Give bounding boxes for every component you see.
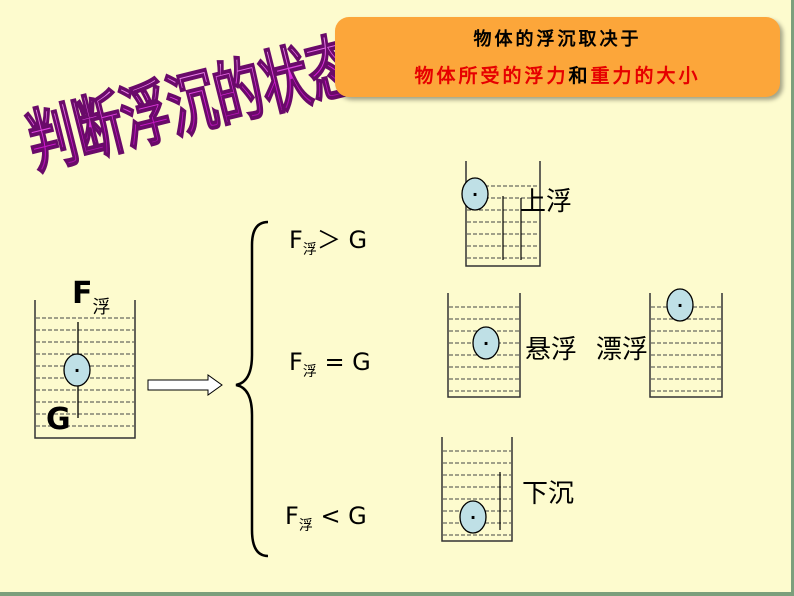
svg-text:·: ·: [677, 296, 683, 315]
title-wordart: 判断浮沉的状态: [19, 25, 366, 186]
state-float-up: 上浮: [520, 187, 573, 217]
right-arrow: [147, 374, 223, 396]
banner-line-1: 物体的浮沉取决于: [473, 29, 642, 50]
force-buoyancy-label: F浮: [72, 276, 111, 318]
banner-line-2: 物体所受的浮力和重力的大小: [335, 61, 780, 88]
ball-main: [63, 353, 91, 387]
title-text: 判断浮沉的状态: [20, 26, 366, 185]
ball-float-up: [461, 177, 489, 211]
banner-buoyancy-text: 物体所受的浮力: [414, 65, 569, 87]
beaker-suspend: [447, 293, 521, 398]
ball-main-dot: ·: [74, 361, 80, 380]
force-gravity-label: G: [46, 402, 71, 437]
state-sink: 下沉: [522, 479, 575, 509]
beaker-floating: [649, 293, 723, 398]
condition-equal: F浮 = G: [289, 348, 371, 380]
svg-text:·: ·: [483, 334, 489, 353]
ball-suspend: [472, 326, 500, 360]
svg-text:·: ·: [470, 508, 476, 527]
svg-text:·: ·: [472, 185, 478, 204]
banner-gravity-text: 重力的大小: [590, 65, 701, 87]
ball-floating: [666, 288, 694, 322]
condition-less: F浮 < G: [285, 502, 367, 534]
curly-brace: [235, 220, 269, 558]
condition-greater: F浮＞ G: [289, 226, 368, 258]
state-suspend: 悬浮: [525, 335, 578, 365]
conclusion-banner: 物体的浮沉取决于 物体所受的浮力和重力的大小: [335, 17, 780, 97]
state-floating: 漂浮: [596, 335, 649, 365]
banner-and-text: 和: [568, 65, 591, 87]
ball-sink: [459, 500, 487, 534]
